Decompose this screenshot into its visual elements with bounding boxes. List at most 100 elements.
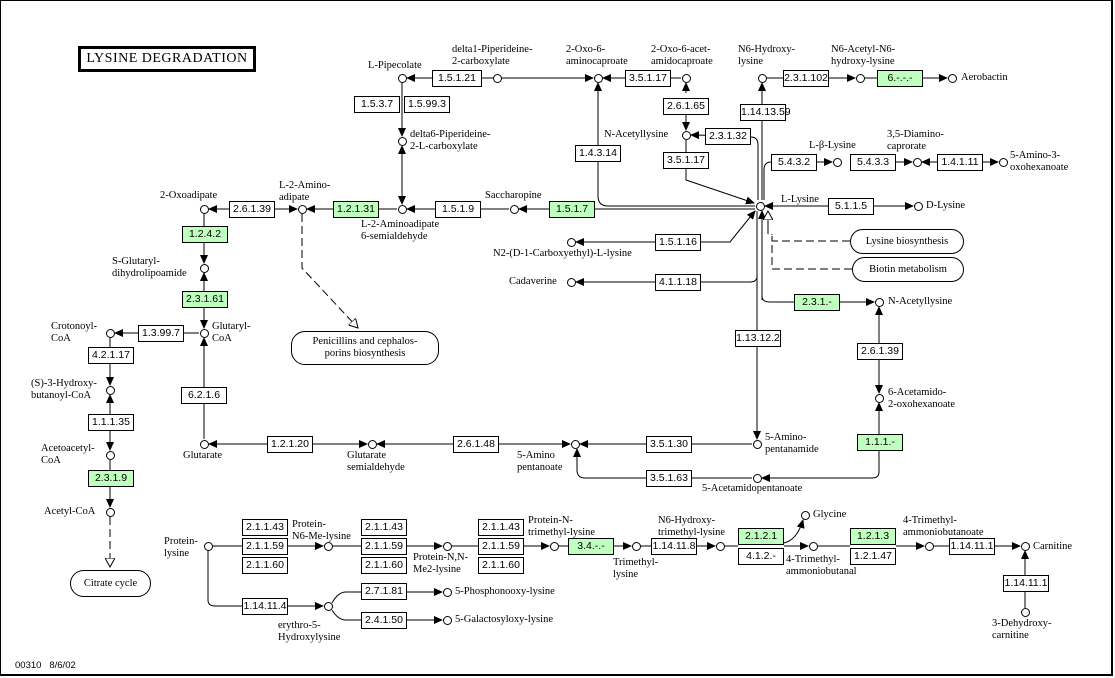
compound-node-acetyl[interactable] bbox=[105, 450, 115, 460]
enzyme-box-3-5-1-17[interactable]: 3.5.1.17 bbox=[663, 152, 709, 169]
enzyme-box-6-2-1-6[interactable]: 6.2.1.6 bbox=[181, 387, 227, 404]
compound-node-n6melysine[interactable] bbox=[323, 541, 333, 551]
enzyme-box-5-4-3-3[interactable]: 5.4.3.3 bbox=[850, 154, 896, 171]
enzyme-box-5-4-3-2[interactable]: 5.4.3.2 bbox=[771, 154, 817, 171]
enzyme-box-1-5-3-7[interactable]: 1.5.3.7 bbox=[354, 96, 400, 113]
enzyme-box-1-2-1-20[interactable]: 1.2.1.20 bbox=[267, 436, 313, 453]
enzyme-box-2-6-1-65[interactable]: 2.6.1.65 bbox=[663, 98, 709, 115]
enzyme-box-1-2-1-31[interactable]: 1.2.1.31 bbox=[333, 201, 379, 218]
compound-node-hydroxybutanoyl[interactable] bbox=[105, 385, 115, 395]
compound-node-aminopentanamide[interactable] bbox=[752, 439, 762, 449]
enzyme-box-1-2-1-3[interactable]: 1.2.1.3 bbox=[850, 528, 896, 545]
enzyme-box-3-5-1-30[interactable]: 3.5.1.30 bbox=[646, 436, 692, 453]
compound-node-galacto[interactable] bbox=[442, 615, 452, 625]
compound-node-blysine[interactable] bbox=[832, 157, 842, 167]
compound-node-glutarylcoa[interactable] bbox=[199, 328, 209, 338]
compound-node-nnme2lysine[interactable] bbox=[442, 541, 452, 551]
enzyme-box-1-1-1-35[interactable]: 1.1.1.35 bbox=[88, 414, 134, 431]
map-link-penicillin[interactable]: Penicillins and cephalos- porins biosynt… bbox=[291, 331, 439, 365]
enzyme-box-1-5-1-9[interactable]: 1.5.1.9 bbox=[435, 201, 481, 218]
compound-node-aminopentanoate[interactable] bbox=[570, 439, 580, 449]
compound-node-tmabutanoate[interactable] bbox=[924, 541, 934, 551]
compound-node-n6acetyl[interactable] bbox=[855, 73, 865, 83]
enzyme-box-2-1-2-1[interactable]: 2.1.2.1 bbox=[738, 528, 784, 545]
enzyme-box-3-5-1-17[interactable]: 3.5.1.17 bbox=[625, 70, 671, 87]
compound-node-nacetyl1[interactable] bbox=[681, 130, 691, 140]
enzyme-box-1-14-13-59[interactable]: 1.14.13.59 bbox=[740, 104, 791, 121]
compound-node-acetamidopent[interactable] bbox=[752, 473, 762, 483]
enzyme-box-4-1-2[interactable]: 4.1.2.- bbox=[738, 548, 784, 565]
enzyme-box-1-4-3-14[interactable]: 1.4.3.14 bbox=[575, 145, 621, 162]
compound-node-amino3oxo[interactable] bbox=[998, 157, 1008, 167]
map-link-citrate[interactable]: Citrate cycle bbox=[70, 570, 151, 597]
enzyme-box-2-1-1-60[interactable]: 2.1.1.60 bbox=[478, 557, 524, 574]
enzyme-box-2-1-1-43[interactable]: 2.1.1.43 bbox=[478, 519, 524, 536]
enzyme-box-1-2-1-47[interactable]: 1.2.1.47 bbox=[850, 548, 896, 565]
compound-node-pipecolate[interactable] bbox=[397, 73, 407, 83]
compound-node-n6hydroxy[interactable] bbox=[757, 73, 767, 83]
compound-node-crotonoyl[interactable] bbox=[105, 328, 115, 338]
enzyme-box-1-5-1-7[interactable]: 1.5.1.7 bbox=[549, 201, 595, 218]
compound-node-phospho[interactable] bbox=[442, 587, 452, 597]
enzyme-box-1-2-4-2[interactable]: 1.2.4.2 bbox=[182, 226, 228, 243]
compound-node-glutaratesemi[interactable] bbox=[367, 439, 377, 449]
enzyme-box-2-3-1-102[interactable]: 2.3.1.102 bbox=[783, 70, 829, 87]
compound-node-cadaverine[interactable] bbox=[566, 277, 576, 287]
compound-node-proteinlysine[interactable] bbox=[203, 541, 213, 551]
enzyme-box-1-5-1-21[interactable]: 1.5.1.21 bbox=[432, 70, 482, 87]
compound-node-acetamido2oxo[interactable] bbox=[874, 393, 884, 403]
compound-node-hydroxylysine[interactable] bbox=[323, 601, 333, 611]
compound-node-aerobactin[interactable] bbox=[947, 73, 957, 83]
enzyme-box-5-1-1-5[interactable]: 5.1.1.5 bbox=[828, 198, 874, 215]
enzyme-box-2-3-1-61[interactable]: 2.3.1.61 bbox=[182, 291, 228, 308]
enzyme-box-1-14-11-8[interactable]: 1.14.11.8 bbox=[651, 538, 697, 555]
compound-node-llysine[interactable] bbox=[755, 201, 765, 211]
compound-node-oxo6acet[interactable] bbox=[681, 73, 691, 83]
enzyme-box-2-7-1-81[interactable]: 2.7.1.81 bbox=[361, 583, 407, 600]
compound-node-glutaryldihydro[interactable] bbox=[199, 263, 209, 273]
compound-node-n2carboxy[interactable] bbox=[566, 237, 576, 247]
compound-node-semialdehyde[interactable] bbox=[397, 204, 407, 214]
map-link-biotin[interactable]: Biotin metabolism bbox=[852, 257, 964, 282]
enzyme-box-1-14-11-4[interactable]: 1.14.11.4 bbox=[242, 598, 288, 615]
enzyme-box-1-4-1-11[interactable]: 1.4.1.11 bbox=[937, 154, 983, 171]
compound-node-diamino[interactable] bbox=[912, 157, 922, 167]
compound-node-carnitine[interactable] bbox=[1020, 541, 1030, 551]
compound-node-trimethyllysine[interactable] bbox=[631, 541, 641, 551]
enzyme-box-2-1-1-59[interactable]: 2.1.1.59 bbox=[242, 538, 288, 555]
enzyme-box-2-1-1-59[interactable]: 2.1.1.59 bbox=[478, 538, 524, 555]
map-link-lysbio[interactable]: Lysine biosynthesis bbox=[850, 229, 964, 254]
compound-node-saccharopine[interactable] bbox=[509, 204, 519, 214]
enzyme-box-2-6-1-48[interactable]: 2.6.1.48 bbox=[453, 436, 499, 453]
compound-node-glycine[interactable] bbox=[800, 510, 810, 520]
enzyme-box-3-5-1-63[interactable]: 3.5.1.63 bbox=[646, 470, 692, 487]
compound-node-n6hydroxytri[interactable] bbox=[715, 541, 725, 551]
compound-node-trimethylprot[interactable] bbox=[549, 541, 559, 551]
enzyme-box-2-3-1[interactable]: 2.3.1.- bbox=[794, 294, 840, 311]
enzyme-box-2-1-1-60[interactable]: 2.1.1.60 bbox=[242, 557, 288, 574]
enzyme-box-4-1-1-18[interactable]: 4.1.1.18 bbox=[655, 274, 701, 291]
enzyme-box-1-5-1-16[interactable]: 1.5.1.16 bbox=[655, 234, 701, 251]
compound-node-oxoadipate[interactable] bbox=[199, 204, 209, 214]
enzyme-box-1-14-11-1[interactable]: 1.14.11.1 bbox=[1003, 575, 1049, 592]
enzyme-box-2-6-1-39[interactable]: 2.6.1.39 bbox=[857, 343, 903, 360]
enzyme-box-1-3-99-7[interactable]: 1.3.99.7 bbox=[138, 325, 184, 342]
enzyme-box-2-1-1-60[interactable]: 2.1.1.60 bbox=[361, 557, 407, 574]
compound-node-glutarate[interactable] bbox=[199, 439, 209, 449]
enzyme-box-4-2-1-17[interactable]: 4.2.1.17 bbox=[88, 347, 134, 364]
compound-node-acetylcoa[interactable] bbox=[105, 507, 115, 517]
compound-node-dehydroxycarn[interactable] bbox=[1020, 607, 1030, 617]
compound-node-oxo6amino[interactable] bbox=[593, 73, 603, 83]
enzyme-box-1-14-11-1[interactable]: 1.14.11.1 bbox=[949, 538, 995, 555]
enzyme-box-2-3-1-9[interactable]: 2.3.1.9 bbox=[88, 470, 134, 487]
compound-node-aminoadipate[interactable] bbox=[297, 204, 307, 214]
compound-node-tmabutanal[interactable] bbox=[808, 541, 818, 551]
enzyme-box-2-3-1-32[interactable]: 2.3.1.32 bbox=[705, 128, 751, 145]
enzyme-box-1-1-1[interactable]: 1.1.1.- bbox=[857, 434, 903, 451]
enzyme-box-2-1-1-43[interactable]: 2.1.1.43 bbox=[361, 519, 407, 536]
enzyme-box-2-4-1-50[interactable]: 2.4.1.50 bbox=[361, 612, 407, 629]
enzyme-box-2-1-1-43[interactable]: 2.1.1.43 bbox=[242, 519, 288, 536]
enzyme-box-3-4[interactable]: 3.4.-.- bbox=[568, 538, 614, 555]
enzyme-box-2-1-1-59[interactable]: 2.1.1.59 bbox=[361, 538, 407, 555]
enzyme-box-1-13-12-2[interactable]: 1.13.12.2 bbox=[735, 330, 781, 347]
